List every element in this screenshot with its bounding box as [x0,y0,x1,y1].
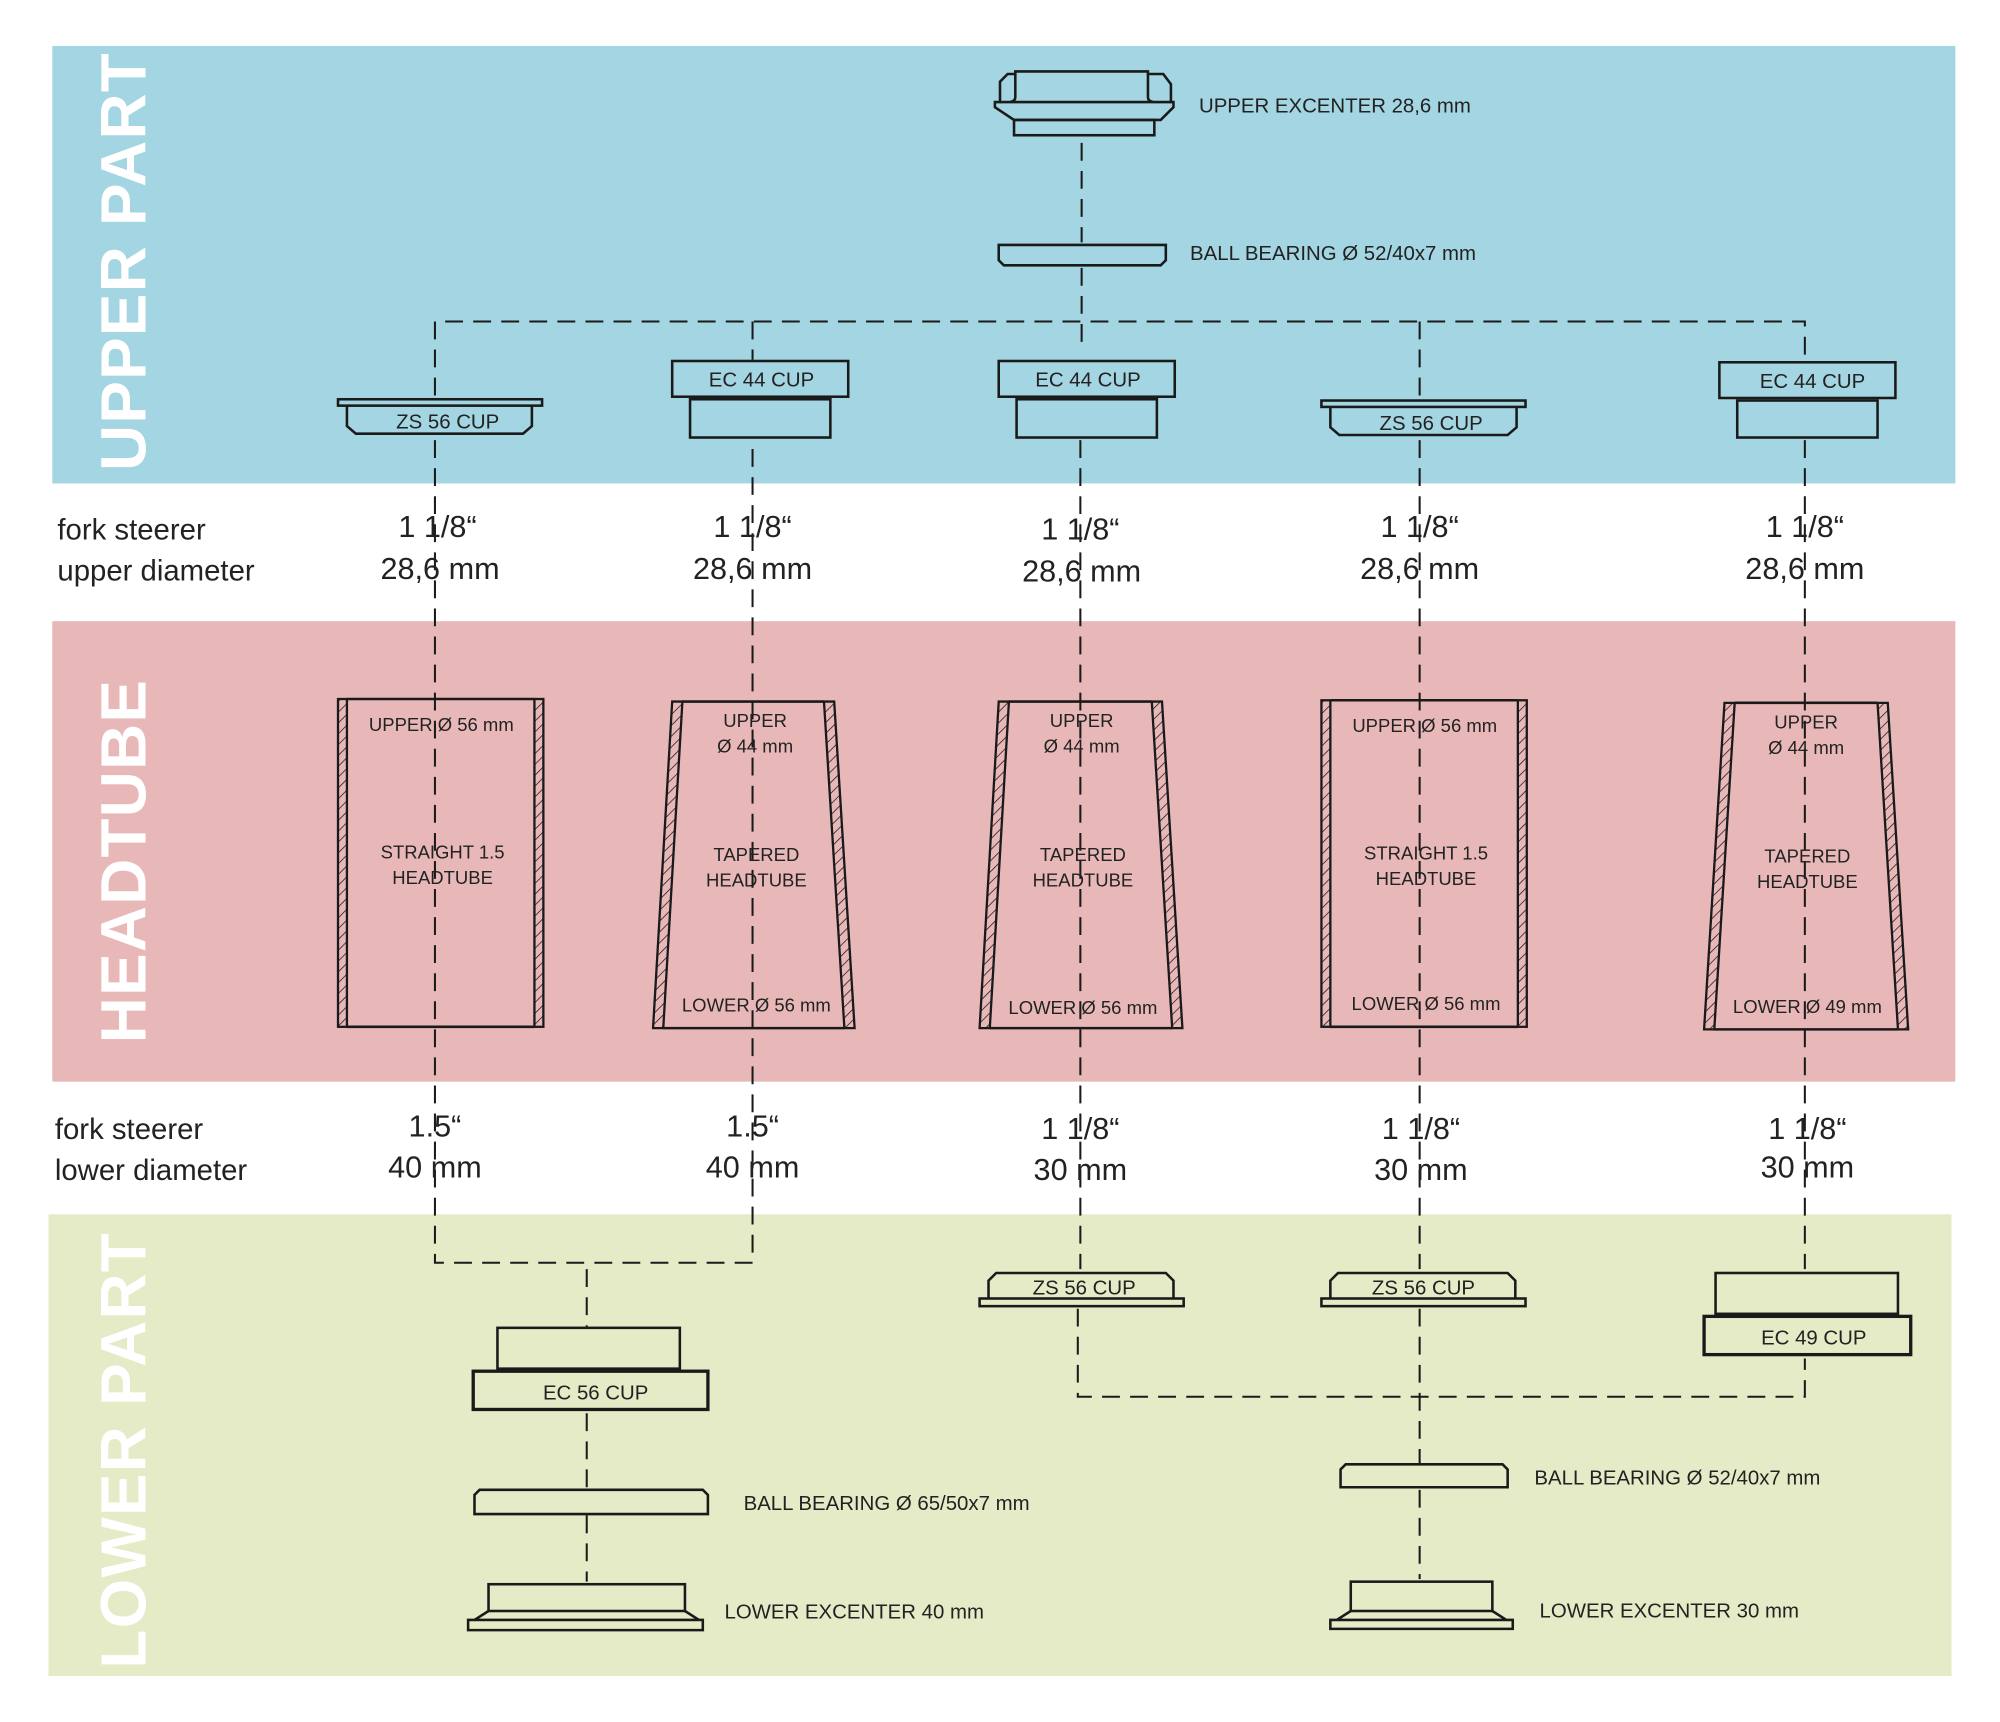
lower-diameter-inch: 1 1/8“ [1768,1112,1846,1146]
headtube-4-straight: UPPER Ø 56 mm STRAIGHT 1.5 HEADTUBE LOWE… [1320,699,1528,1029]
headtube-upper-label: Ø 44 mm [717,736,793,757]
lower-part-band [48,1214,1952,1677]
lower-cup-ec56: EC 56 CUP [471,1326,710,1412]
lower-diameter-inch: 1 1/8“ [1041,1112,1119,1146]
headtube-type-label: HEADTUBE [392,867,493,888]
upper-cup-label: EC 44 CUP [709,370,814,392]
lower-diameter-values: 1.5“ 40 mm 1.5“ 40 mm 1 1/8“ 30 mm 1 1/8… [388,1110,1854,1187]
headtube-type-label: HEADTUBE [1033,870,1134,891]
upper-excenter-icon [993,70,1175,137]
headtube-upper-label: Ø 44 mm [1768,737,1844,758]
headtube-type-label: STRAIGHT 1.5 [381,841,505,862]
upper-cup-1: ZS 56 CUP [336,397,544,435]
lower-cup-ec49: EC 49 CUP [1702,1271,1913,1357]
headtube-1-straight: UPPER Ø 56 mm STRAIGHT 1.5 HEADTUBE [336,697,545,1029]
headtube-type-label: STRAIGHT 1.5 [1364,843,1488,864]
upper-diameter-inch: 1 1/8“ [1381,510,1459,544]
section-title-lower: LOWER PART [87,1232,159,1669]
headtube-type-label: TAPERED [713,844,799,865]
upper-diameter-mm: 28,6 mm [381,552,500,586]
lower-row-label-1: fork steerer [55,1113,204,1146]
headtube-upper-label: UPPER [1050,710,1114,731]
upper-cup-5: EC 44 CUP [1718,360,1897,439]
connector-lines [433,142,1806,1582]
upper-cup-label: EC 44 CUP [1760,371,1865,393]
upper-diameter-inch: 1 1/8“ [1041,513,1119,547]
upper-cup-label: EC 44 CUP [1035,370,1140,392]
lower-diameter-inch: 1.5“ [726,1110,779,1144]
headtube-lower-label: LOWER Ø 56 mm [1352,993,1501,1014]
lower-diameter-mm: 40 mm [706,1150,800,1184]
lower-cup-label: ZS 56 CUP [1033,1278,1136,1300]
lower-excenter-left-icon [466,1582,705,1632]
upper-cup-label: ZS 56 CUP [1380,413,1483,435]
upper-bearing-icon [997,243,1168,267]
lower-diameter-mm: 30 mm [1034,1153,1128,1187]
lower-cup-zs56-b: ZS 56 CUP [1320,1271,1527,1308]
upper-diameter-values: 1 1/8“ 28,6 mm 1 1/8“ 28,6 mm 1 1/8“ 28,… [381,510,1865,589]
lower-bearing-left-label: BALL BEARING Ø 65/50x7 mm [744,1493,1030,1515]
section-title-upper: UPPER PART [87,52,159,471]
headtube-upper-label: UPPER [723,710,787,731]
upper-diameter-inch: 1 1/8“ [398,510,476,544]
lower-cup-label: ZS 56 CUP [1372,1278,1475,1300]
lower-cup-zs56-a: ZS 56 CUP [978,1271,1185,1308]
upper-row-label-1: fork steerer [57,514,206,547]
headtube-type-label: TAPERED [1764,845,1850,866]
lower-diameter-inch: 1.5“ [409,1110,462,1144]
lower-bearing-left-icon [473,1488,710,1516]
upper-diameter-mm: 28,6 mm [1360,552,1479,586]
headtube-type-label: HEADTUBE [706,870,807,891]
lower-excenter-right-icon [1329,1580,1515,1631]
headtube-lower-label: LOWER Ø 56 mm [682,995,831,1016]
upper-cup-2: EC 44 CUP [670,359,850,439]
lower-bearing-right-label: BALL BEARING Ø 52/40x7 mm [1534,1468,1820,1490]
upper-diameter-mm: 28,6 mm [1745,552,1864,586]
headtube-5-tapered: UPPER Ø 44 mm TAPERED HEADTUBE LOWER Ø 4… [1702,701,1910,1031]
lower-diameter-mm: 30 mm [1374,1153,1468,1187]
upper-excenter-label: UPPER EXCENTER 28,6 mm [1199,95,1471,117]
headtube-upper-label: UPPER Ø 56 mm [1352,715,1497,736]
headtube-type-label: TAPERED [1040,844,1126,865]
upper-bearing-label: BALL BEARING Ø 52/40x7 mm [1190,243,1476,265]
headtube-upper-label: UPPER Ø 56 mm [369,714,514,735]
lower-cup-label: EC 56 CUP [543,1382,648,1404]
headtube-lower-label: LOWER Ø 49 mm [1733,996,1882,1017]
headtube-upper-label: UPPER [1774,711,1838,732]
headtube-type-label: HEADTUBE [1376,868,1477,889]
lower-excenter-left-label: LOWER EXCENTER 40 mm [724,1602,983,1624]
lower-row-label-2: lower diameter [55,1154,248,1187]
upper-row-label-2: upper diameter [57,554,254,587]
upper-cup-4: ZS 56 CUP [1320,399,1527,437]
headtube-2-tapered: UPPER Ø 44 mm TAPERED HEADTUBE LOWER Ø 5… [651,700,856,1030]
lower-excenter-right-label: LOWER EXCENTER 30 mm [1540,1600,1799,1622]
upper-diameter-inch: 1 1/8“ [1766,510,1844,544]
upper-cup-3: EC 44 CUP [997,359,1177,439]
headtube-upper-label: Ø 44 mm [1044,736,1120,757]
headtube-3-tapered: UPPER Ø 44 mm TAPERED HEADTUBE LOWER Ø 5… [978,700,1184,1030]
headtube-type-label: HEADTUBE [1757,871,1858,892]
lower-cup-label: EC 49 CUP [1761,1327,1866,1349]
upper-diameter-inch: 1 1/8“ [713,510,791,544]
upper-diameter-mm: 28,6 mm [1022,555,1141,589]
upper-cup-label: ZS 56 CUP [396,412,499,434]
upper-diameter-mm: 28,6 mm [693,552,812,586]
lower-bearing-right-icon [1339,1463,1509,1489]
lower-diameter-mm: 30 mm [1761,1150,1855,1184]
lower-diameter-inch: 1 1/8“ [1382,1112,1460,1146]
lower-diameter-mm: 40 mm [388,1150,482,1184]
headtube-lower-label: LOWER Ø 56 mm [1008,997,1157,1018]
section-title-headtube: HEADTUBE [87,679,159,1043]
